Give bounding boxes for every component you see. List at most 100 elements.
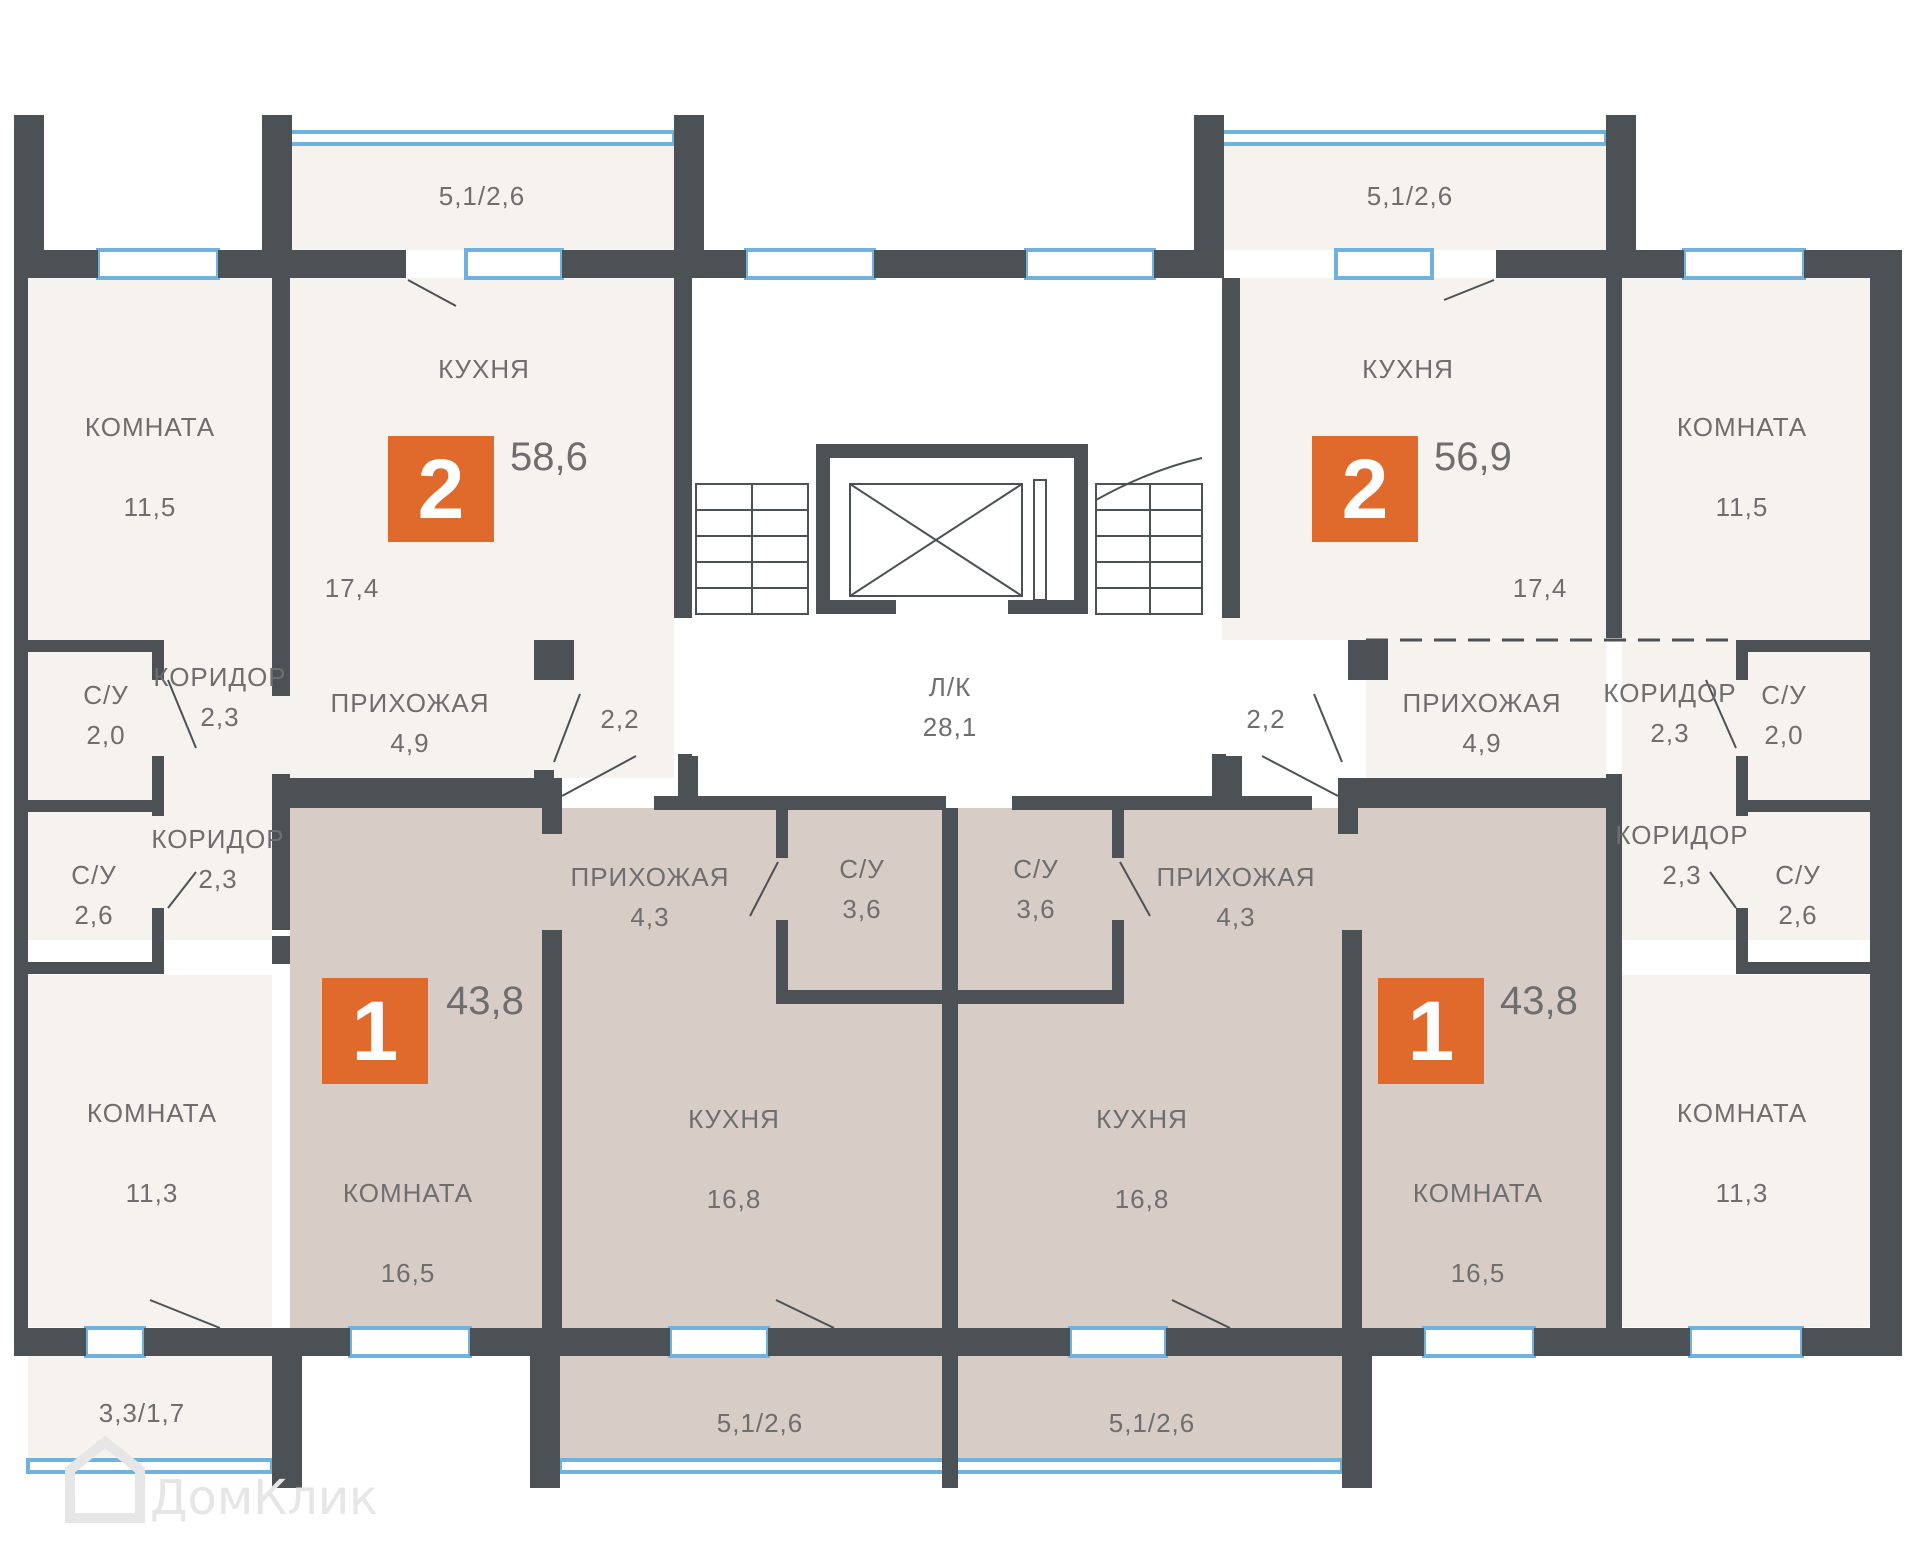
wall: [152, 756, 164, 816]
door: [775, 1299, 835, 1329]
wall: [1008, 600, 1088, 614]
wall: [290, 250, 406, 278]
room-name: КУХНЯ: [1362, 354, 1454, 384]
room-area: 16,8: [1115, 1184, 1170, 1214]
wall: [1342, 1328, 1372, 1488]
balcony-bottom-mid-left: [560, 1345, 942, 1463]
wall: [470, 1328, 670, 1356]
wall: [152, 640, 164, 680]
room-name: Л/К: [929, 672, 971, 702]
wall: [1870, 250, 1902, 1328]
room-name: ПРИХОЖАЯ: [1403, 688, 1562, 718]
door: [749, 861, 779, 917]
wall: [678, 754, 692, 808]
wall: [262, 115, 292, 278]
window: [1688, 1326, 1804, 1358]
room-area: 2,2: [1246, 704, 1285, 734]
wall: [1342, 930, 1362, 1328]
room-area: 11,3: [126, 1178, 179, 1208]
balcony-top-right: [1222, 140, 1606, 250]
wall: [14, 1328, 86, 1356]
room-name: КУХНЯ: [1096, 1104, 1188, 1134]
wall: [144, 1328, 350, 1356]
wall: [1012, 796, 1312, 810]
wall: [674, 115, 704, 278]
window: [744, 248, 876, 280]
room-name: КОМНАТА: [1677, 1098, 1807, 1128]
room-name: ПРИХОЖАЯ: [331, 688, 490, 718]
apt1-right-fill: [958, 808, 1606, 1328]
balcony-bottom-left: [28, 1345, 272, 1465]
room-area: 17,4: [325, 573, 380, 603]
room-area: 16,5: [1451, 1258, 1506, 1288]
wall: [1222, 756, 1242, 808]
room-area: 5,1/2,6: [1367, 181, 1454, 211]
room-name: С/У: [839, 854, 885, 884]
room-area: 4,9: [390, 728, 429, 758]
door: [407, 279, 457, 307]
badge-rooms: 1: [1408, 984, 1455, 1078]
wall: [272, 1328, 302, 1488]
wall: [534, 640, 574, 680]
room-name: КОРИДОР: [1615, 820, 1748, 850]
room-area: 5,1/2,6: [717, 1408, 804, 1438]
apartment-area: 43,8: [1500, 979, 1578, 1023]
window: [288, 130, 676, 146]
badge-box: [388, 436, 494, 542]
room-area: 4,3: [630, 902, 669, 932]
window: [1682, 248, 1806, 280]
wall: [1736, 800, 1870, 812]
room-left-komnata2: [28, 975, 272, 1327]
room-area: 5,1/2,6: [439, 181, 526, 211]
wall: [272, 936, 290, 964]
room-area: 2,6: [1778, 900, 1817, 930]
room-right-komnata: [1622, 278, 1870, 640]
apartment-badges: 2 58,6 2 56,9 1 43,8 1 43,8: [322, 435, 1578, 1084]
wall: [272, 278, 290, 696]
badge-box: [322, 978, 428, 1084]
window: [668, 1326, 770, 1358]
door: [553, 693, 581, 763]
wall: [28, 640, 164, 652]
wall: [776, 808, 788, 858]
elevator-shaft: [849, 483, 1023, 597]
wall: [14, 250, 28, 1328]
door: [1171, 1299, 1231, 1329]
wall: [1736, 640, 1748, 680]
wall: [1074, 444, 1088, 614]
room-name: С/У: [83, 680, 129, 710]
door: [1313, 693, 1343, 763]
room-area: 3,3/1,7: [99, 1398, 186, 1428]
wall: [776, 990, 946, 1004]
balcony-top-left: [290, 140, 674, 250]
room-area: 4,9: [1462, 728, 1501, 758]
wall: [768, 1328, 1070, 1356]
wall: [28, 800, 164, 812]
window: [84, 1326, 146, 1358]
apartment-area: 43,8: [446, 979, 524, 1023]
badge-2room-right: 2 56,9: [1312, 435, 1512, 542]
wall: [1112, 920, 1124, 1000]
door: [1119, 861, 1151, 917]
apartment-area: 56,9: [1434, 435, 1512, 479]
room-left-corridors: [28, 640, 272, 940]
walls: [14, 115, 1902, 1488]
wall: [542, 930, 562, 1328]
room-area: 16,8: [707, 1184, 762, 1214]
house-icon: [65, 1435, 145, 1523]
wall: [272, 774, 290, 930]
elevator-cross: [849, 483, 1023, 597]
room-name: КОМНАТА: [1413, 1178, 1543, 1208]
badge-1room-left: 1 43,8: [322, 978, 524, 1084]
room-area: 5,1/2,6: [1109, 1408, 1196, 1438]
room-name: КОРИДОР: [1603, 678, 1736, 708]
wall: [1166, 1328, 1424, 1356]
room-right-komnata2: [1622, 975, 1870, 1327]
wall: [28, 962, 164, 974]
wall: [1736, 908, 1748, 970]
room-name: С/У: [1761, 680, 1807, 710]
wall: [1348, 640, 1388, 680]
door: [167, 679, 197, 749]
stair-curve: [1095, 457, 1203, 501]
door: [1705, 679, 1737, 749]
